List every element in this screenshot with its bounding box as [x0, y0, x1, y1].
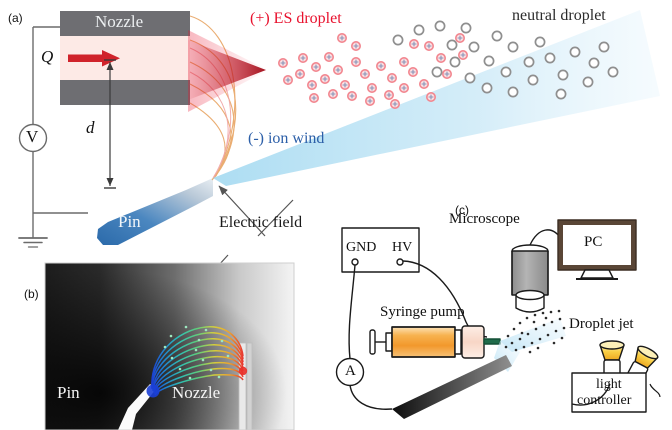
droplet-jet-plume: [500, 318, 566, 352]
pin-electrode: [97, 178, 213, 245]
syringe-plunger-head: [385, 332, 393, 352]
gap-dimension: [104, 59, 116, 189]
hv-label: HV: [392, 240, 413, 255]
panel-c-group: [335, 219, 661, 419]
neutral-droplet-particles: [392, 20, 619, 100]
ion-wind-label: (-) ion wind: [248, 130, 325, 147]
syringe-plunger-flange: [369, 329, 376, 355]
gnd-label: GND: [346, 240, 377, 255]
panel-b-tag: (b): [24, 287, 39, 301]
nozzle-label-b: Nozzle: [172, 383, 221, 402]
microscope-label: Microscope: [449, 211, 520, 227]
electric-field-label: Electric field: [219, 214, 303, 231]
nozzle-label: Nozzle: [95, 12, 144, 31]
pc-label: PC: [584, 234, 603, 250]
grounded-target-beam: [392, 355, 512, 419]
panel-a-group: [18, 10, 660, 311]
nozzle-upper-electrode: [60, 11, 190, 36]
es-droplet-particles: [277, 32, 468, 110]
sim-streamline-arrows: [163, 325, 230, 380]
needle-tip: [483, 338, 501, 345]
cable-lamp-left: [571, 383, 611, 406]
pc-monitor: [557, 219, 637, 280]
sim-pin-electrode: [118, 384, 156, 430]
gap-distance-symbol: d: [86, 118, 95, 137]
sim-nozzle-hotspot: [238, 366, 248, 376]
light-controller-label-line1: light: [596, 377, 622, 392]
microscope-objective-cap: [515, 289, 545, 301]
gap-arrow-bottom: [106, 178, 114, 186]
light-controller-label-line2: controller: [577, 393, 632, 408]
cable-lamp-right: [649, 383, 661, 398]
wire-ammeter-to-target: [349, 384, 393, 410]
light-controller-box: [571, 372, 647, 413]
syringe-barrel-liquid: [391, 326, 456, 358]
panel-c-tag: (c): [455, 203, 469, 217]
syringe-collar: [454, 329, 462, 355]
hv-terminal: [396, 258, 404, 266]
gap-arrow-top: [106, 62, 114, 70]
electric-field-leader-line: [257, 199, 294, 237]
syringe-tip-body: [461, 325, 485, 359]
lamp-right-lens: [637, 345, 659, 360]
cable-microscope-to-pc: [529, 229, 563, 246]
lamp-left: [599, 340, 625, 385]
flow-arrow: [68, 50, 120, 67]
electric-field-pointer-upper: [218, 185, 266, 237]
neutral-droplet-label: neutral droplet: [512, 7, 606, 24]
syringe-pump-label: Syringe pump: [380, 304, 465, 320]
droplet-jet-dots: [504, 309, 566, 354]
flow-rate-symbol: Q: [41, 47, 54, 66]
es-droplet-haze: [188, 30, 268, 112]
panel-b-group: [45, 263, 294, 430]
ground-symbol: [18, 237, 48, 248]
gnd-terminal: [351, 258, 359, 266]
sim-nozzle-wall: [238, 342, 253, 430]
wire-gnd-to-ammeter: [348, 264, 356, 360]
ion-wind-plume: [213, 10, 660, 186]
sim-pin-tip-hotspot: [146, 384, 160, 398]
voltage-label: V: [26, 127, 39, 146]
pin-label-a: Pin: [118, 212, 141, 231]
pc-screen: [563, 225, 631, 265]
voltage-source-symbol: [18, 123, 48, 153]
panel-b-frame: [44, 262, 295, 430]
ammeter-label: A: [345, 363, 356, 379]
circuit-wiring: [32, 26, 88, 238]
pc-stand: [580, 269, 614, 279]
field-map-shadow: [45, 263, 294, 430]
droplet-jet-label: Droplet jet: [569, 316, 634, 332]
panel-a-tag: (a): [8, 11, 23, 25]
microscope-body: [511, 250, 549, 296]
lamp-left-lens: [599, 340, 625, 350]
es-droplet-label: (+) ES droplet: [250, 10, 342, 27]
syringe-assembly: [369, 325, 501, 359]
pin-label-b: Pin: [57, 383, 80, 402]
microscope-assembly: [511, 244, 549, 313]
nozzle-lower-electrode: [60, 80, 190, 105]
